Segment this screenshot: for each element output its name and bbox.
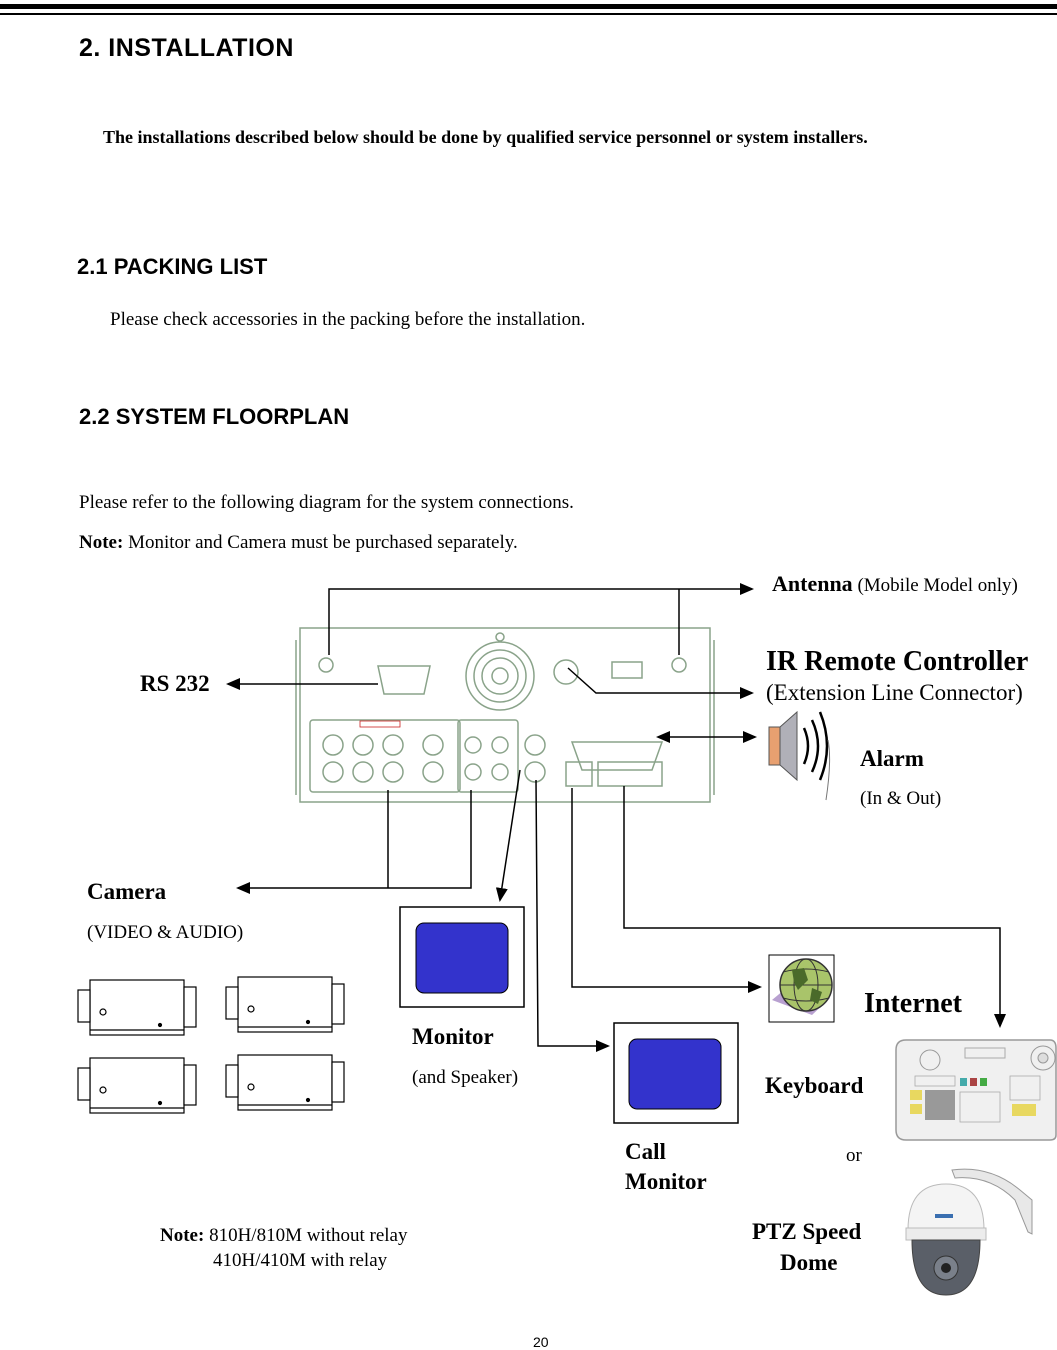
antenna-subtitle: (Mobile Model only) <box>852 575 1018 596</box>
call-monitor-label-line2: Monitor <box>625 1169 707 1194</box>
camera-3 <box>77 1057 197 1114</box>
camera-2 <box>225 976 345 1033</box>
rs232-label: RS 232 <box>140 671 210 696</box>
internet-label: Internet <box>864 988 962 1019</box>
ptz-label-line2: Dome <box>780 1250 838 1275</box>
ptz-label-line1: PTZ Speed <box>752 1219 862 1244</box>
model-note-text1: 810H/810M without relay <box>204 1225 408 1246</box>
call-monitor-label-line1: Call <box>625 1139 666 1164</box>
top-rule-thick <box>0 4 1057 9</box>
keyboard-controller-icon <box>895 1039 1057 1141</box>
monitor-device <box>399 906 525 1008</box>
ir-remote-label: IR Remote Controller <box>766 646 1029 677</box>
section-title: 2. INSTALLATION <box>79 34 294 62</box>
top-rule-thin <box>0 13 1057 15</box>
floorplan-intro: Please refer to the following diagram fo… <box>79 492 574 513</box>
camera-subtitle: (VIDEO & AUDIO) <box>87 922 244 943</box>
camera-4 <box>225 1054 345 1111</box>
internet-globe-icon <box>768 954 835 1023</box>
ir-remote-subtitle: (Extension Line Connector) <box>766 680 1023 705</box>
call-monitor-device <box>613 1022 739 1124</box>
floorplan-title: 2.2 SYSTEM FLOORPLAN <box>79 404 350 429</box>
page-number: 20 <box>533 1334 549 1350</box>
antenna-label: Antenna (Mobile Model only) <box>772 571 1018 597</box>
alarm-label: Alarm <box>860 746 924 771</box>
installer-warning: The installations described below should… <box>103 127 868 147</box>
dvr-panel-labels <box>359 720 401 728</box>
model-note-line2: 410H/410M with relay <box>213 1250 388 1271</box>
connection-lines <box>228 583 1006 1052</box>
camera-1 <box>77 979 197 1036</box>
or-text: or <box>846 1145 862 1166</box>
alarm-subtitle: (In & Out) <box>860 788 942 809</box>
camera-group <box>77 976 345 1114</box>
monitor-label: Monitor <box>412 1024 494 1049</box>
packing-list-title: 2.1 PACKING LIST <box>77 254 268 279</box>
alarm-speaker-icon <box>768 710 831 801</box>
model-note-line1: Note: 810H/810M without relay <box>160 1225 408 1247</box>
camera-label: Camera <box>87 879 167 904</box>
antenna-title: Antenna <box>772 571 853 596</box>
note-text: Monitor and Camera must be purchased sep… <box>123 532 518 553</box>
model-note-label: Note: <box>160 1225 205 1246</box>
note-label: Note: <box>79 532 124 553</box>
monitor-subtitle: (and Speaker) <box>412 1067 519 1088</box>
dvr-rear-panel <box>295 627 715 803</box>
packing-list-text: Please check accessories in the packing … <box>110 309 586 330</box>
keyboard-label: Keyboard <box>765 1073 864 1098</box>
ptz-speed-dome-icon <box>905 1168 1033 1296</box>
floorplan-note: Note: Monitor and Camera must be purchas… <box>79 532 518 554</box>
